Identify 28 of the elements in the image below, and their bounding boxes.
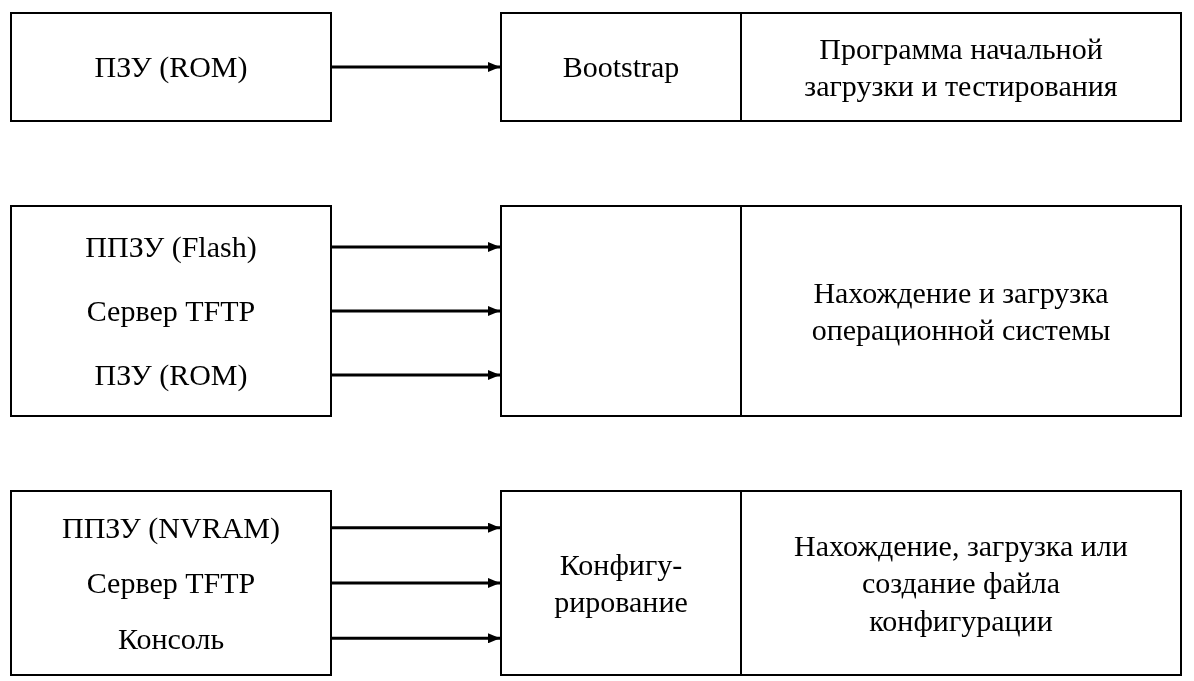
node-text: Bootstrap [561,49,681,86]
node-text: Конфигу-рирование [553,546,689,620]
text-box [500,490,742,676]
node-text: ПЗУ (ROM) [93,357,249,394]
node-text: Программа начальной загрузки и тестирования [803,30,1119,104]
node-text: ППЗУ (Flash) [84,229,258,266]
text-box [500,12,742,122]
text-box [10,205,332,417]
text-box [740,12,1182,122]
arrow [332,633,500,644]
node-text: Сервер TFTP [85,293,257,330]
text-box [10,490,332,676]
node-text: Нахождение и загрузка операционной системы [810,274,1112,348]
node-text: ППЗУ (NVRAM) [61,509,281,546]
arrow [332,62,500,72]
box-node [500,205,742,417]
arrow [332,578,500,588]
text-box [740,205,1182,417]
node-text: Консоль [116,620,226,657]
text-box [740,490,1182,676]
arrow [332,306,500,316]
arrow [332,522,500,533]
arrow [332,242,500,252]
node-text: Сервер TFTP [85,565,257,602]
node-text: Нахождение, загрузка или создание файла конфигурации [793,527,1129,639]
node-text: ПЗУ (ROM) [93,49,249,86]
text-box [10,12,332,122]
arrow [332,370,500,380]
